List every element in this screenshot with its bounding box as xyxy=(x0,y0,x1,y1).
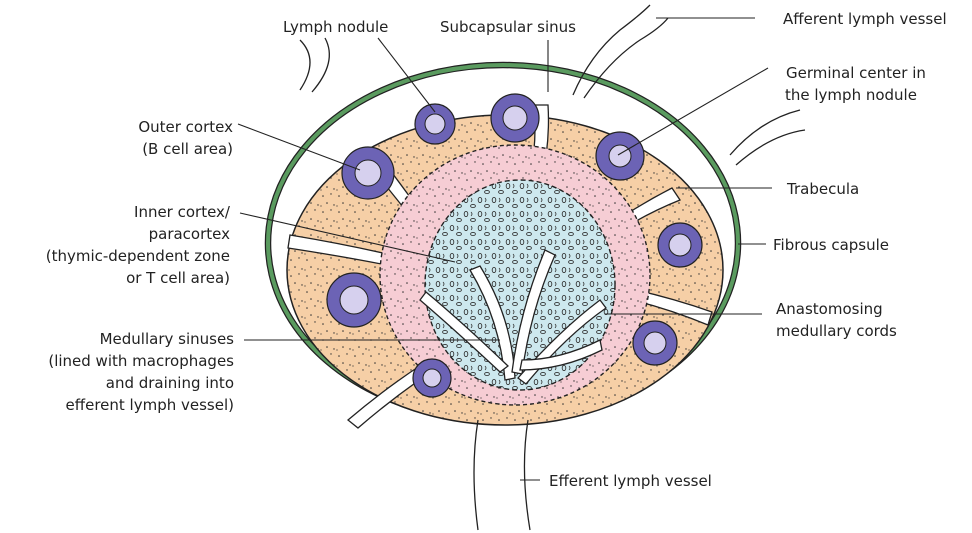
label-inner-cortex-line2: paracortex xyxy=(149,225,231,243)
label-afferent-lymph-vessel: Afferent lymph vessel xyxy=(783,10,947,28)
label-efferent-lymph-vessel: Efferent lymph vessel xyxy=(549,472,712,490)
lymph-nodule xyxy=(633,321,677,365)
label-inner-cortex-line3: (thymic-dependent zone xyxy=(46,247,230,265)
lymph-nodule xyxy=(491,94,539,142)
label-medullary-sinuses-line2: (lined with macrophages xyxy=(48,352,234,370)
label-outer-cortex-line1: Outer cortex xyxy=(138,118,233,136)
label-subcapsular-sinus: Subcapsular sinus xyxy=(440,18,576,36)
label-medullary-sinuses-line4: efferent lymph vessel) xyxy=(66,396,234,414)
label-medullary-sinuses-line1: Medullary sinuses xyxy=(100,330,235,348)
label-inner-cortex-line4: or T cell area) xyxy=(126,269,230,287)
label-germinal-center-line1: Germinal center in xyxy=(786,64,926,82)
lymph-nodule xyxy=(327,273,381,327)
label-anastomosing-cords-line1: Anastomosing xyxy=(776,300,883,318)
label-inner-cortex-line1: Inner cortex/ xyxy=(134,203,231,221)
lymph-nodule xyxy=(342,147,394,199)
label-trabecula: Trabecula xyxy=(786,180,859,198)
label-lymph-nodule: Lymph nodule xyxy=(283,18,388,36)
germinal-center-nodule xyxy=(596,132,644,180)
efferent-lymph-vessel xyxy=(474,420,530,530)
label-germinal-center-line2: the lymph nodule xyxy=(785,86,917,104)
lymph-nodule xyxy=(658,223,702,267)
lymph-nodule xyxy=(415,104,455,144)
label-outer-cortex-line2: (B cell area) xyxy=(142,140,233,158)
label-fibrous-capsule: Fibrous capsule xyxy=(773,236,889,254)
label-anastomosing-cords-line2: medullary cords xyxy=(776,322,897,340)
lymph-nodule xyxy=(413,359,451,397)
label-medullary-sinuses-line3: and draining into xyxy=(106,374,234,392)
